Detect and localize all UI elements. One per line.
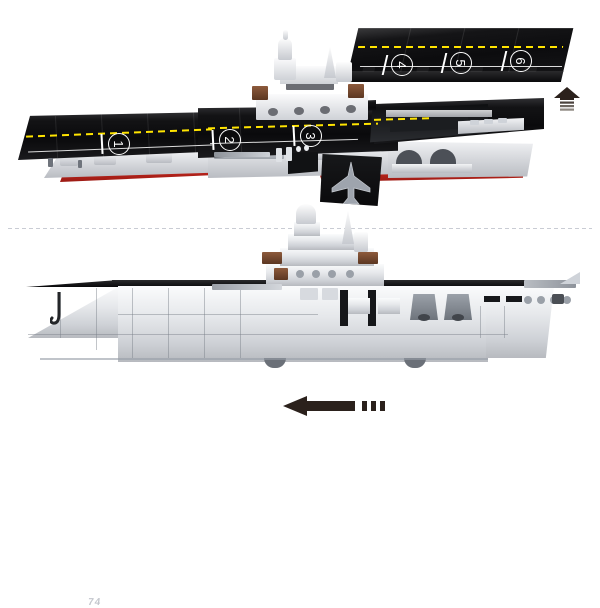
panel-deck-number-6: 6 — [510, 50, 532, 72]
island-base-side — [266, 264, 384, 286]
hangar-arch — [430, 149, 456, 167]
antenna-mast-side — [342, 210, 354, 244]
island-gun-mount — [320, 106, 330, 114]
aft-mast-side — [354, 232, 368, 252]
lifeboat-side-lower — [274, 268, 288, 280]
hangar-block — [348, 298, 370, 314]
view-direction-arrow — [283, 396, 388, 416]
radar-dome — [278, 38, 292, 60]
hangar-door — [288, 152, 318, 174]
arrow-up-icon — [554, 87, 580, 111]
island-port — [312, 270, 320, 278]
island-tower-side — [294, 222, 320, 236]
lifeboat-side-right — [358, 252, 378, 264]
hull-panel-line — [204, 288, 205, 358]
bow-hull — [28, 286, 120, 338]
hull-panel-line — [60, 292, 61, 338]
stern-panel-line — [504, 306, 505, 338]
panel-deck-number-4: 4 — [391, 54, 413, 76]
island-bridge-side — [288, 234, 360, 250]
hull-panel-line — [96, 288, 97, 350]
stern-port — [537, 296, 545, 304]
stern-vent-mouth — [418, 314, 430, 321]
stern-stud — [484, 119, 493, 124]
deck-light — [304, 145, 309, 151]
island-port — [346, 270, 354, 278]
bow-fitting — [78, 160, 82, 168]
stern-stud — [498, 118, 507, 123]
radar-dome-side — [296, 204, 316, 224]
hull-bottom-line — [40, 358, 488, 360]
deck-number-1: 1 — [108, 133, 130, 155]
arrow-left-icon — [283, 396, 385, 416]
bilge-keel — [404, 358, 426, 368]
island-tower — [274, 58, 296, 80]
island-port — [296, 270, 304, 278]
aircraft-elevator[interactable] — [320, 154, 382, 206]
deck-post — [276, 148, 282, 162]
stern-crane-rail — [524, 280, 576, 288]
panel-centerline — [357, 46, 564, 49]
deck-post — [286, 147, 292, 161]
lifeboat-platform-left — [252, 86, 268, 100]
stern-vent-mouth — [452, 314, 464, 321]
panel-stud — [416, 67, 430, 72]
hull-panel-line — [168, 288, 169, 358]
carrier-top-perspective: 4 5 6 — [0, 0, 600, 225]
carrier-side-profile: 74 — [0, 204, 600, 608]
island-gun-mount — [346, 105, 356, 113]
deck-box — [322, 288, 338, 300]
catwalk-block — [94, 154, 116, 165]
forward-hull — [118, 286, 308, 362]
stern-fitting — [552, 294, 564, 304]
deck-equipment-side — [212, 284, 282, 290]
deck-box — [300, 288, 318, 300]
island-superstructure-side — [258, 204, 388, 288]
island-superstructure — [250, 30, 372, 122]
radar-antenna — [283, 30, 288, 40]
panel-deck-number-5: 5 — [450, 52, 472, 74]
bow-ramp-deck — [26, 280, 118, 287]
hangar-floor — [392, 164, 472, 173]
island-gun-mount — [294, 107, 304, 115]
aft-mast-block — [336, 62, 352, 82]
hull-number: 74 — [87, 597, 102, 608]
stern-stud — [470, 120, 479, 125]
bow-fitting — [48, 158, 53, 167]
deck-equipment-rail — [214, 152, 270, 157]
panel-stud — [470, 67, 484, 72]
hangar-arch — [396, 150, 422, 168]
hull-strake-line — [118, 314, 318, 315]
bilge-keel — [264, 358, 286, 368]
hull-panel-line — [240, 288, 241, 358]
hangar-pillar — [368, 290, 376, 326]
carrier-hull-top: 1 2 3 — [18, 30, 544, 210]
island-port — [328, 270, 336, 278]
anchor-hook-icon — [50, 292, 61, 325]
stern-port — [563, 296, 571, 304]
catwalk-block — [146, 152, 172, 163]
stern-panel-line — [480, 306, 481, 338]
lifeboat-platform-right — [348, 84, 364, 98]
stern-window — [484, 296, 500, 302]
hangar-lip — [386, 110, 492, 117]
deck-number-2: 2 — [219, 129, 241, 151]
hull-waterline — [28, 334, 508, 335]
assembly-direction-arrow — [553, 85, 581, 113]
hull-panel-line — [132, 288, 133, 358]
hangar-block — [378, 298, 400, 314]
panel-front-edge — [345, 71, 564, 82]
lifeboat-side-left — [262, 252, 282, 264]
fighter-jet-icon — [331, 161, 371, 205]
hangar-pillar — [340, 290, 348, 326]
island-gun-mount — [268, 108, 278, 116]
antenna-mast — [324, 46, 336, 78]
stern-window — [506, 296, 522, 302]
deck-number-3: 3 — [300, 125, 322, 147]
deck-light — [296, 146, 301, 152]
island-deck-side — [280, 248, 374, 266]
stern-crane-arm — [560, 272, 580, 284]
stern-port — [524, 296, 532, 304]
